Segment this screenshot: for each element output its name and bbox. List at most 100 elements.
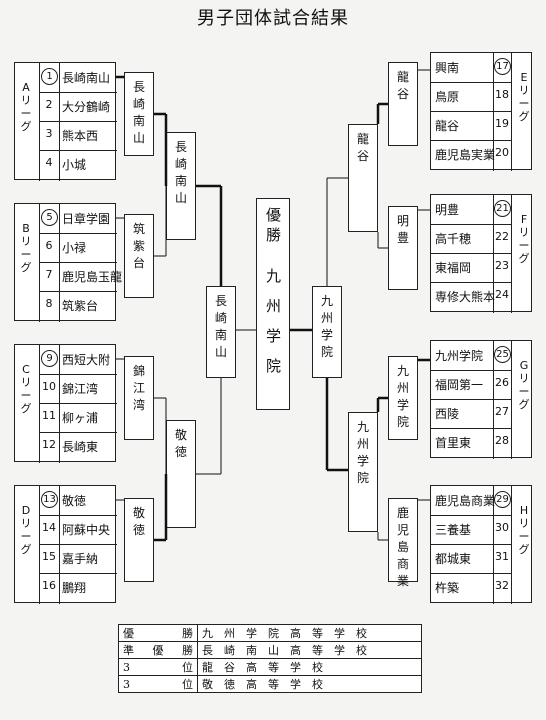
league-divider [39, 63, 40, 181]
bracket-team-name: 錦江湾 [132, 364, 145, 412]
page-title: 男子団体試合結果 [197, 8, 349, 29]
league-row-line [431, 82, 511, 83]
league-row-line [39, 233, 117, 234]
league-divider [511, 486, 512, 604]
bracket-box: 龍谷 [388, 62, 418, 146]
team-number: 2 [45, 98, 53, 111]
bracket-team-name: 龍谷 [396, 70, 409, 101]
team-number: 19 [495, 117, 509, 130]
league-divider [493, 53, 494, 171]
bracket-box: 錦江湾 [124, 356, 154, 440]
league-divider [493, 195, 494, 313]
team-name: 専修大熊本 [435, 290, 496, 304]
team-name: 熊本西 [62, 129, 99, 143]
league-label: Eリーグ [518, 71, 530, 123]
team-name: 興南 [435, 61, 460, 75]
league-divider [493, 486, 494, 604]
league-divider [59, 63, 60, 181]
bracket-team-name: 九州学院 [396, 364, 409, 429]
team-number: 12 [42, 438, 56, 451]
bracket-team-name: 明豊 [396, 214, 409, 245]
team-name: 三養基 [435, 523, 472, 537]
results-table: 優勝九州学院高等学校 準優勝長崎南山高等学校 3位龍谷高等学校 3位敬徳高等学校 [118, 624, 422, 693]
team-number: 32 [495, 579, 509, 592]
league-row-line [39, 150, 117, 151]
team-number: 20 [495, 146, 509, 159]
league-row-line [431, 515, 511, 516]
league-row-line [431, 370, 511, 371]
team-number: 24 [495, 288, 509, 301]
league-row-line [39, 121, 117, 122]
result-school: 九州学院高等学校 [197, 624, 422, 642]
result-school: 龍谷高等学校 [197, 658, 422, 676]
team-name: 阿蘇中央 [62, 523, 111, 537]
league-row-line [39, 262, 117, 263]
team-number: 16 [42, 579, 56, 592]
bracket-team-name: 九州学院 [356, 420, 369, 485]
team-number: 21 [494, 200, 511, 217]
league-row-line [39, 544, 117, 545]
result-row: 優勝九州学院高等学校 [118, 624, 422, 642]
result-rank: 優勝 [118, 624, 198, 642]
league-row-line [431, 224, 511, 225]
bracket-box: 筑紫台 [124, 214, 154, 298]
bracket-box: 龍谷 [348, 124, 378, 232]
team-number: 26 [495, 376, 509, 389]
team-number: 13 [41, 491, 58, 508]
league-divider [511, 195, 512, 313]
team-number: 30 [495, 521, 509, 534]
league-divider [59, 345, 60, 463]
bracket-box: 明豊 [388, 206, 418, 290]
result-school: 長崎南山高等学校 [197, 641, 422, 659]
team-name: 錦江湾 [62, 382, 99, 396]
league-row-line [431, 428, 511, 429]
team-name: 明豊 [435, 203, 460, 217]
team-number: 9 [41, 350, 58, 367]
league-row-line [39, 515, 117, 516]
result-rank: 準優勝 [118, 641, 198, 659]
result-rank: 3位 [118, 675, 198, 693]
team-name: 龍谷 [435, 119, 460, 133]
team-number: 18 [495, 88, 509, 101]
league-label: Cリーグ [20, 363, 32, 415]
result-row: 準優勝長崎南山高等学校 [118, 641, 422, 659]
league-label: Dリーグ [20, 504, 32, 556]
team-number: 10 [42, 380, 56, 393]
team-number: 7 [45, 268, 53, 281]
team-name: 長崎南山 [62, 71, 111, 85]
league-row-line [431, 544, 511, 545]
bracket-team-name: 敬徳 [132, 506, 145, 537]
bracket-team-name: 筑紫台 [132, 222, 145, 270]
team-name: 長崎東 [62, 440, 99, 454]
team-number: 1 [41, 68, 58, 85]
league-divider [39, 204, 40, 322]
bracket-team-name: 敬徳 [174, 428, 187, 459]
result-row: 3位敬徳高等学校 [118, 675, 422, 693]
team-name: 嘉手納 [62, 552, 99, 566]
team-number: 29 [494, 491, 511, 508]
team-name: 鹿児島玉龍 [62, 270, 123, 284]
team-number: 22 [495, 230, 509, 243]
bracket-box: 九州学院 [348, 412, 378, 532]
team-name: 西短大附 [62, 353, 111, 367]
bracket-box: 鹿児島商業 [388, 498, 418, 588]
team-name: 小城 [62, 158, 87, 172]
team-name: 筑紫台 [62, 299, 99, 313]
team-number: 17 [494, 58, 511, 75]
bracket-box: 九州学院 [388, 356, 418, 440]
league-divider [493, 341, 494, 459]
league-row-line [431, 282, 511, 283]
team-name: 福岡第一 [435, 378, 484, 392]
bracket-team-name: 長崎南山 [214, 294, 227, 359]
league-row-line [39, 374, 117, 375]
team-number: 11 [42, 409, 56, 422]
team-number: 15 [42, 550, 56, 563]
bracket-box: 敬徳 [124, 498, 154, 582]
bracket-box: 長崎南山 [166, 132, 196, 240]
team-number: 28 [495, 434, 509, 447]
